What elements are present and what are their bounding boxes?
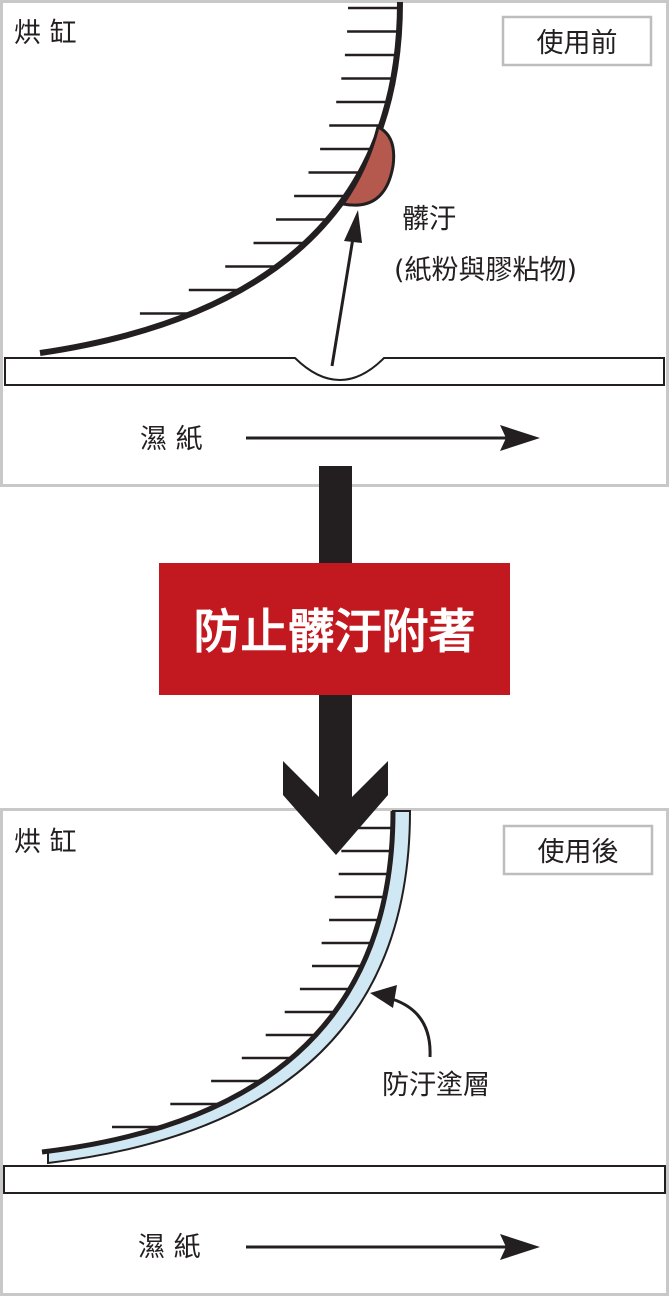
coating-pointer-arrow [391, 997, 432, 1058]
coating-label: 防汙塗層 [382, 1070, 490, 1101]
coating-pointer-arrow-head [370, 985, 397, 1008]
after-panel-frame [0, 808, 669, 1296]
dryer-hatch [112, 826, 393, 1129]
after-panel: 烘 缸 使用後 防汙塗層 濕 紙 [0, 808, 669, 1296]
after-badge-box [502, 824, 654, 876]
wet-paper-label: 濕 紙 [138, 1232, 201, 1263]
down-arrow-head [283, 758, 388, 855]
transfer-arrow-head [344, 210, 362, 243]
before-panel: 烘 缸 使用前 髒汙 (紙粉與膠粘物) 濕 紙 [0, 0, 669, 487]
dryer-label: 烘 缸 [14, 827, 77, 858]
before-panel-frame [0, 0, 669, 487]
paper-direction-arrow-head [500, 425, 540, 451]
wet-paper-label: 濕 紙 [140, 424, 203, 455]
wet-paper-sheet [4, 357, 665, 386]
banner: 防止髒汙附著 [159, 563, 510, 695]
after-badge: 使用後 [538, 837, 619, 868]
dirt-label: 髒汙 [402, 204, 456, 235]
before-badge-box [501, 15, 653, 67]
before-badge: 使用前 [537, 28, 618, 59]
dryer-label: 烘 缸 [14, 18, 77, 49]
wet-paper-sheet [3, 1165, 666, 1194]
dryer-surface-curve [39, 1, 403, 356]
banner-box [159, 563, 510, 695]
paper-direction-arrow-head [500, 1234, 540, 1260]
dryer-hatch [139, 6, 400, 315]
transfer-arrow-shaft [330, 237, 355, 367]
banner-text: 防止髒汙附著 [194, 605, 476, 660]
dirt-deposit [340, 124, 396, 207]
dirt-description: (紙粉與膠粘物) [394, 255, 577, 286]
dryer-surface-curve [41, 810, 396, 1155]
